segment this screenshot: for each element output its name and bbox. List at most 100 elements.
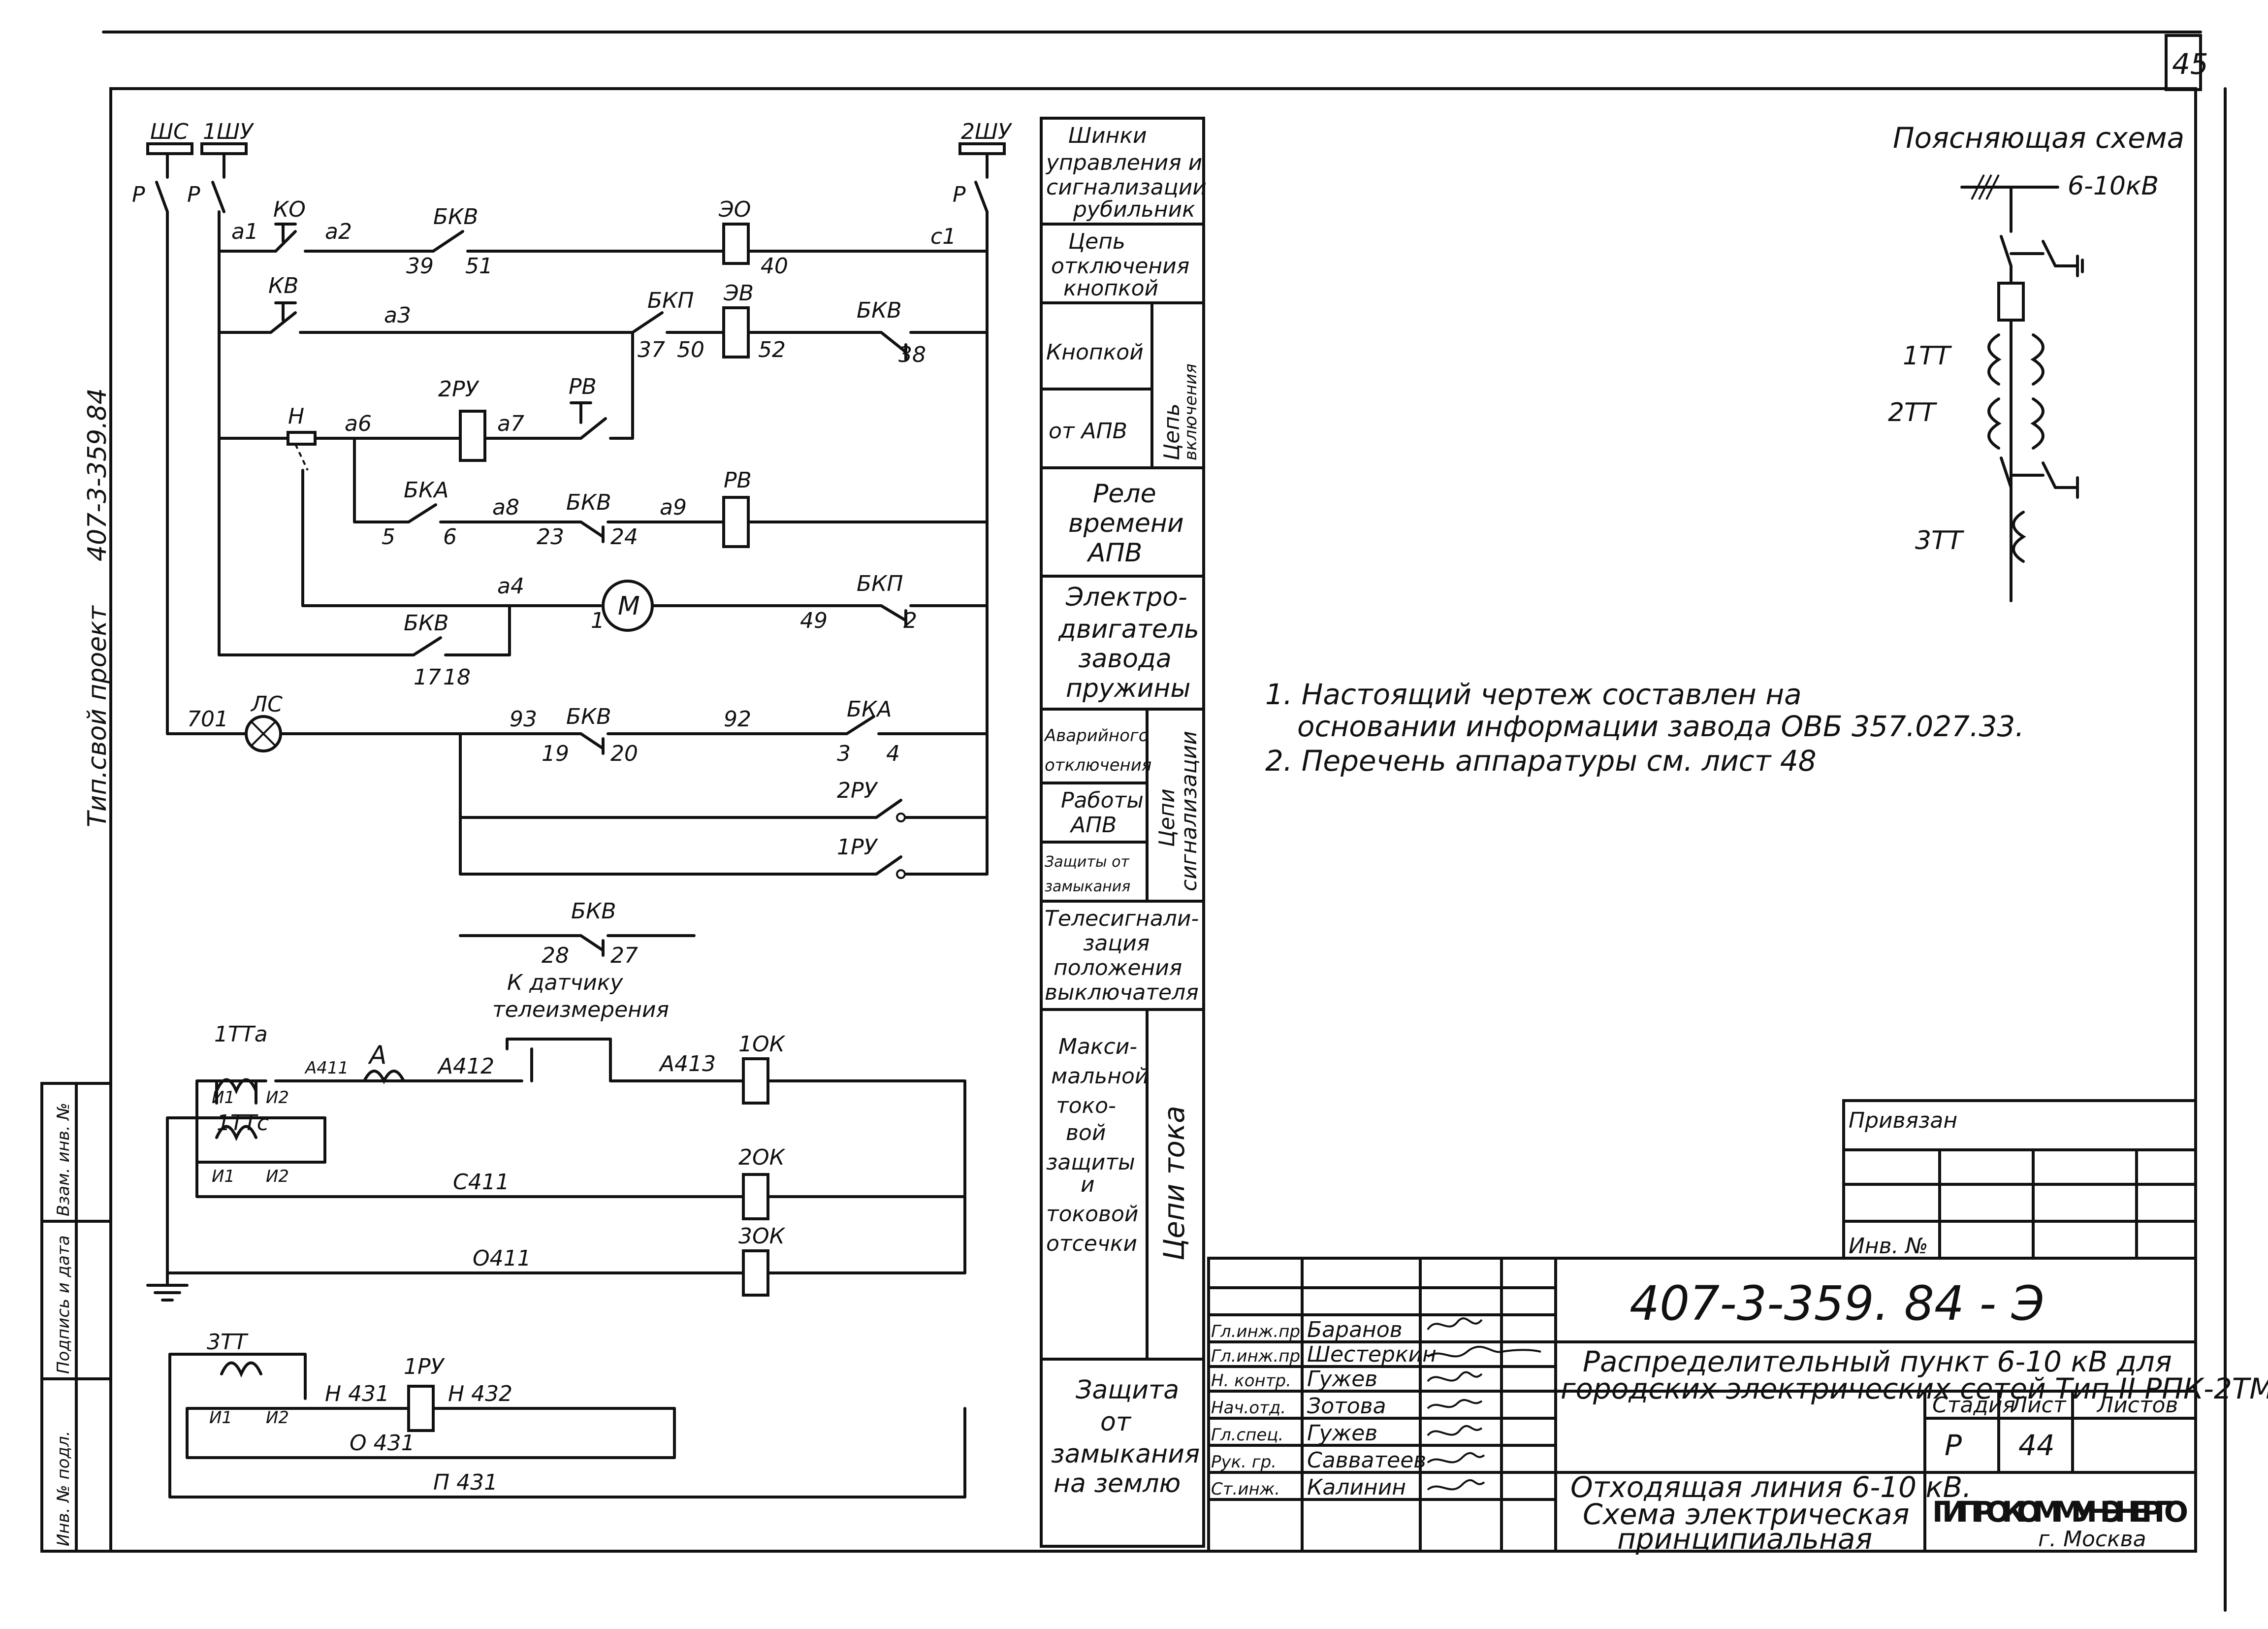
legend-row6a-line1: Аварийного [1044, 726, 1149, 746]
relay-1ok: 1ОК [738, 1032, 786, 1057]
node-a7: а7 [497, 411, 524, 436]
staff-role-6: Рук. гр. [1211, 1452, 1277, 1472]
legend-row6-group-1: Цепи [1154, 788, 1180, 847]
node-23: 23 [537, 524, 564, 550]
switch-p-left: Р [132, 182, 145, 207]
legend-row9-line4: на землю [1054, 1469, 1181, 1499]
contact-bkv-1: БКВ [433, 204, 479, 229]
legend-row1-line4: рубильник [1073, 197, 1195, 222]
legend-row2-line3: кнопкой [1063, 276, 1158, 301]
node-a3: а3 [384, 303, 411, 328]
relay-3ok: 3ОК [738, 1224, 786, 1249]
legend-row7-line4: выключателя [1045, 980, 1199, 1005]
legend-row6-group-2: сигнализации [1177, 731, 1202, 891]
wire-p431: П 431 [433, 1470, 498, 1495]
switch-p-mid: Р [187, 182, 200, 207]
wire-a411: А411 [304, 1058, 349, 1078]
bus-shs-label: ШС [150, 119, 189, 144]
legend-row8-group: Цепи тока [1157, 1106, 1191, 1261]
contact-2ru: 2РУ [837, 778, 879, 803]
staff-name-5: Гужев [1307, 1421, 1377, 1446]
legend-row6b-line2: АПВ [1069, 813, 1117, 838]
sensor-note-2: телеизмерения [492, 997, 669, 1022]
staff-name-6: Савватеев [1307, 1448, 1426, 1473]
explanatory-2tt: 2ТТ [1888, 398, 1938, 427]
node-27: 27 [610, 943, 638, 968]
binding-privyazan: Привязан [1849, 1108, 1957, 1133]
bus-2shu-label: 2ШУ [961, 119, 1013, 144]
staff-role-2: Гл.инж.пр. [1211, 1346, 1306, 1366]
node-50: 50 [677, 337, 704, 362]
node-a9: а9 [660, 495, 687, 520]
wire-a413: А413 [658, 1051, 716, 1076]
ct-3tt-i2: И2 [266, 1408, 289, 1428]
legend-row4-line2: времени [1068, 509, 1184, 538]
current-circuits: К датчику телеизмерения 1ТТа И1 И2 А411 … [146, 970, 966, 1499]
staff-role-3: Н. контр. [1211, 1371, 1291, 1391]
contact-bkp-2: БКП [857, 571, 903, 596]
project-title-line2: городских электрических сетей Тип II РПК… [1561, 1372, 2268, 1405]
legend-row4-line3: АПВ [1086, 538, 1142, 568]
ct-1tta: 1ТТа [214, 1022, 268, 1047]
explanatory-1tt: 1ТТ [1903, 341, 1952, 371]
staff-name-3: Гужев [1307, 1367, 1377, 1392]
node-51: 51 [465, 254, 493, 279]
stage-value: Р [1945, 1429, 1962, 1462]
legend-row8-line6: и [1081, 1172, 1095, 1197]
wire-h432: Н 432 [448, 1381, 512, 1406]
wire-h431: Н 431 [325, 1381, 389, 1406]
node-5: 5 [382, 524, 395, 550]
legend-row8-line4: вой [1066, 1120, 1106, 1145]
legend-row8-line3: токо- [1056, 1093, 1116, 1118]
node-20: 20 [610, 741, 638, 766]
motor-m: М [618, 591, 640, 621]
contact-bkv-3: БКВ [566, 490, 611, 515]
contact-bkv-6: БКВ [571, 899, 616, 924]
legend-row9-line1: Защита [1076, 1375, 1179, 1405]
contact-1ru: 1РУ [837, 835, 879, 860]
legend-row8-line1: Макси- [1058, 1034, 1137, 1059]
node-40: 40 [761, 254, 788, 279]
legend-row8-line2: мальной [1051, 1064, 1149, 1089]
sheet-label: Лист [2010, 1393, 2067, 1418]
sheet-title-line3: принципиальная [1617, 1522, 1872, 1556]
node-28: 28 [542, 943, 569, 968]
staff-name-2: Шестеркин [1307, 1342, 1437, 1367]
side-stamp-replaces-inv: Взам. инв. № [54, 1103, 73, 1216]
signatures [1427, 1317, 1541, 1491]
node-a1: а1 [231, 219, 258, 244]
contact-rv: РВ [569, 374, 597, 399]
legend-row6b-line1: Работы [1061, 788, 1144, 813]
legend-row9-line2: от [1100, 1407, 1132, 1437]
sensor-note-1: К датчику [507, 970, 623, 995]
node-3: 3 [837, 741, 851, 766]
node-a4: а4 [497, 574, 524, 599]
contact-kv: КВ [268, 273, 298, 298]
drawing-code: 407-3-359. 84 - Э [1629, 1276, 2044, 1331]
sheets-label: Листов [2096, 1393, 2178, 1418]
legend-row7-line1: Телесигнали- [1045, 906, 1199, 931]
organization-name: ГИПРОКОММУНЭНЕРГО [1932, 1495, 2188, 1529]
contact-bkv-2: БКВ [857, 298, 902, 323]
contact-bkv-4: БКВ [404, 611, 449, 636]
ct-1tta-i1: И1 [212, 1088, 235, 1108]
legend-column: Шинки управления и сигнализации рубильни… [1040, 117, 1207, 1548]
contact-bkv-5: БКВ [566, 704, 611, 729]
legend-row5-line2: двигатель [1058, 615, 1199, 644]
legend-row6a-line2: отключения [1045, 755, 1151, 775]
bus-1shu-label: 1ШУ [203, 119, 255, 144]
side-stamp-project-label: Тип.свой проект [83, 605, 112, 827]
wire-o431: О 431 [350, 1431, 415, 1456]
binding-block: Привязан Инв. № [1842, 1099, 2197, 1260]
contact-bkp-1: БКП [647, 288, 694, 313]
contact-bka-2: БКА [847, 697, 892, 722]
node-c1: с1 [930, 224, 956, 249]
note-line-1: 1. Настоящий чертеж составлен на [1265, 678, 1802, 711]
coil-rv: РВ [724, 468, 752, 493]
legend-row4-line1: Реле [1093, 479, 1156, 509]
legend-row5-line1: Электро- [1065, 583, 1187, 612]
ct-1tta-i2: И2 [266, 1088, 289, 1108]
side-stamp: Взам. инв. № Подпись и дата Инв. № подл.… [40, 388, 112, 1553]
ammeter-a: А [368, 1041, 387, 1070]
explanatory-3tt: 3ТТ [1915, 526, 1965, 555]
